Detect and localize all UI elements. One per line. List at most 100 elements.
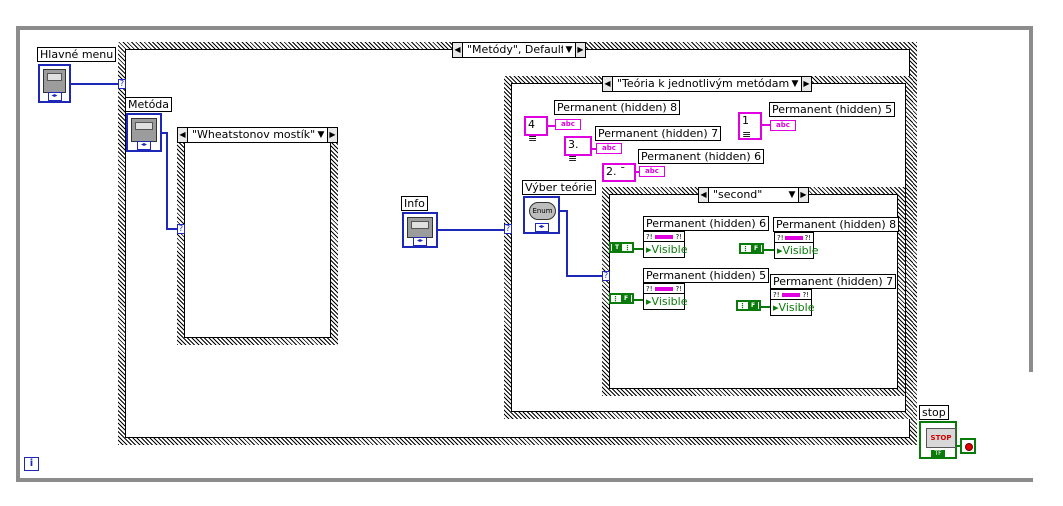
property-name: Visible xyxy=(778,301,815,314)
next-case-icon[interactable]: ▶ xyxy=(801,77,811,91)
string-constant-2[interactable]: 2. ¯ xyxy=(602,163,636,182)
hlavne-menu-terminal[interactable]: ◂▸ xyxy=(38,64,71,103)
dropdown-icon[interactable]: ▼ xyxy=(788,190,796,200)
case-selector-metody[interactable]: ◀ "Metódy", Default ▼ ▶ xyxy=(452,42,586,58)
boolean-constant-false[interactable]: ⋮F xyxy=(736,300,761,311)
boolean-constant-value: F xyxy=(621,295,631,302)
property-name: Visible xyxy=(782,244,819,257)
case-selector-wheatstone-text: "Wheatstonov mostík" xyxy=(192,128,315,141)
wire-vyber-a[interactable] xyxy=(566,210,568,277)
string-indicator-abc-icon[interactable]: abc xyxy=(770,120,796,131)
boolean-constant-false[interactable]: ⋮F xyxy=(609,293,634,304)
wire-bool-6[interactable] xyxy=(634,248,644,250)
property-visible[interactable]: ▸Visible xyxy=(646,295,688,308)
wire-vyber-b[interactable] xyxy=(566,275,604,277)
hlavne-menu-label[interactable]: Hlavné menu xyxy=(37,47,117,62)
prev-case-icon[interactable]: ◀ xyxy=(699,188,709,202)
enum-foot-icon: ◂▸ xyxy=(47,92,62,101)
property-node-5[interactable]: ?!?! ▸Visible xyxy=(643,283,688,310)
while-loop-right-edge xyxy=(1029,26,1033,478)
wire-info[interactable] xyxy=(438,229,504,231)
vyber-teorie-label[interactable]: Výber teórie xyxy=(522,180,596,195)
wire-metoda-b[interactable] xyxy=(166,132,168,230)
stop-button-icon: STOP xyxy=(926,428,956,448)
dropdown-icon[interactable]: ▼ xyxy=(791,79,799,89)
string-indicator-abc-icon[interactable]: abc xyxy=(555,119,581,130)
selector-tunnel-teoria[interactable]: ? xyxy=(504,224,512,234)
enum-icon: Enum xyxy=(529,202,556,220)
property-node-label-5[interactable]: Permanent (hidden) 5 xyxy=(643,268,770,283)
next-case-icon[interactable]: ▶ xyxy=(575,43,585,57)
local-var-label-6[interactable]: Permanent (hidden) 6 xyxy=(638,149,765,164)
string-constant-1[interactable]: 1 ≡ xyxy=(738,112,762,141)
wire-vyber-c[interactable] xyxy=(560,210,568,212)
enum-foot-icon: ◂▸ xyxy=(137,141,151,150)
wire-metoda-a[interactable] xyxy=(162,132,168,134)
property-node-header: ?!?! xyxy=(771,290,811,300)
case-structure-wheatstone[interactable] xyxy=(177,127,338,345)
boolean-constant-value: F xyxy=(748,302,758,309)
local-var-label-7[interactable]: Permanent (hidden) 7 xyxy=(595,126,722,141)
wire-string-1[interactable] xyxy=(762,124,770,126)
stop-terminal[interactable]: STOP TF xyxy=(919,421,957,459)
next-case-icon[interactable]: ▶ xyxy=(798,188,808,202)
property-visible[interactable]: ▸Visible xyxy=(777,244,819,257)
property-visible[interactable]: ▸Visible xyxy=(646,243,688,256)
wire-stop[interactable] xyxy=(957,445,961,447)
property-node-8[interactable]: ?!?! ▸Visible xyxy=(774,232,819,259)
string-constant-value: 3. xyxy=(568,138,579,151)
string-indicator-abc-icon[interactable]: abc xyxy=(596,143,622,154)
selector-tunnel-metody[interactable]: ? xyxy=(118,79,126,89)
metoda-label[interactable]: Metóda xyxy=(125,97,173,112)
wire-bool-8[interactable] xyxy=(764,249,774,251)
boolean-constant-true[interactable]: T⋮ xyxy=(609,242,634,253)
string-constant-value: 2. xyxy=(606,165,617,178)
info-terminal[interactable]: ◂▸ xyxy=(402,212,438,248)
dropdown-icon[interactable]: ▼ xyxy=(317,130,325,140)
dropdown-icon[interactable]: ▼ xyxy=(565,45,573,55)
selector-tunnel-wheatstone[interactable]: ? xyxy=(177,224,185,234)
info-label[interactable]: Info xyxy=(401,196,428,211)
case-selector-second[interactable]: ◀ "second" ▼ ▶ xyxy=(698,187,809,203)
loop-condition-stop-icon[interactable] xyxy=(960,438,976,454)
prev-case-icon[interactable]: ◀ xyxy=(178,128,188,142)
property-visible[interactable]: ▸Visible xyxy=(773,301,815,314)
vyber-teorie-terminal[interactable]: Enum ◂▸ xyxy=(523,196,560,234)
property-node-header: ?!?! xyxy=(775,233,813,243)
next-case-icon[interactable]: ▶ xyxy=(327,128,337,142)
stop-label[interactable]: stop xyxy=(919,405,949,420)
case-selector-teoria[interactable]: ◀ "Teória k jednotlivým metódam" ▼ ▶ xyxy=(602,76,812,92)
string-constant-value: 4 xyxy=(528,118,535,131)
local-var-label-5[interactable]: Permanent (hidden) 5 xyxy=(769,102,896,117)
boolean-constant-value: T xyxy=(612,244,622,251)
property-node-label-8[interactable]: Permanent (hidden) 8 xyxy=(773,217,900,232)
wire-bool-7[interactable] xyxy=(761,306,771,308)
property-node-header: ?!?! xyxy=(644,284,684,294)
property-node-6[interactable]: ?!?! ▸Visible xyxy=(643,231,688,258)
metoda-terminal[interactable]: ◂▸ xyxy=(126,113,162,152)
property-name: Visible xyxy=(651,243,688,256)
wire-string-4[interactable] xyxy=(548,125,555,127)
property-node-label-6[interactable]: Permanent (hidden) 6 xyxy=(643,216,770,231)
property-node-7[interactable]: ?!?! ▸Visible xyxy=(770,289,815,316)
property-node-label-7[interactable]: Permanent (hidden) 7 xyxy=(770,274,897,289)
string-constant-4[interactable]: 4 ≡ xyxy=(524,116,548,145)
boolean-constant-false[interactable]: ⋮F xyxy=(739,243,764,254)
while-loop-gap xyxy=(1029,372,1035,480)
string-indicator-abc-icon[interactable]: abc xyxy=(639,166,665,177)
case-selector-wheatstone[interactable]: ◀ "Wheatstonov mostík" ▼ ▶ xyxy=(177,127,338,143)
enum-foot-icon: ◂▸ xyxy=(413,237,427,246)
prev-case-icon[interactable]: ◀ xyxy=(453,43,463,57)
wire-metoda-c[interactable] xyxy=(166,228,178,230)
wire-string-3[interactable] xyxy=(592,148,597,150)
selector-tunnel-second[interactable]: ? xyxy=(602,271,610,281)
wire-hlavne-menu[interactable] xyxy=(71,83,118,85)
local-var-label-8[interactable]: Permanent (hidden) 8 xyxy=(554,100,681,115)
prev-case-icon[interactable]: ◀ xyxy=(603,77,613,91)
iteration-terminal[interactable]: i xyxy=(24,457,39,471)
wire-string-2[interactable] xyxy=(636,171,640,173)
wire-bool-5[interactable] xyxy=(634,299,644,301)
property-node-header: ?!?! xyxy=(644,232,684,242)
string-constant-3[interactable]: 3. ≡ xyxy=(564,136,592,165)
string-constant-value: 1 xyxy=(742,114,749,127)
